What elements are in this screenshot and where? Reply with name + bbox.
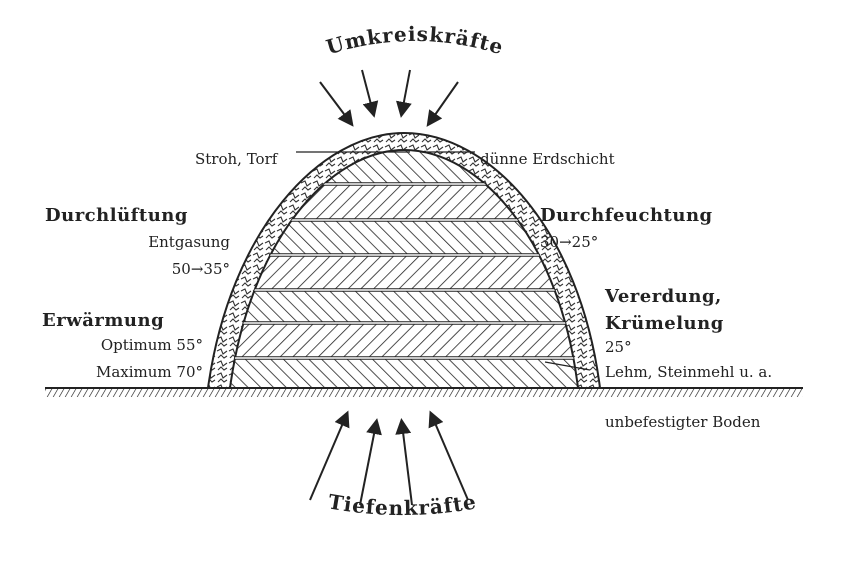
arrow-down-icon: [319, 81, 354, 127]
arrow-down-icon: [361, 69, 379, 118]
title-bottom: Tiefenkräfte: [327, 489, 479, 520]
label-humification-temp: 25°: [605, 338, 632, 356]
label-aeration: Durchlüftung: [45, 205, 188, 226]
arrow-up-icon: [395, 418, 413, 506]
label-moistening-temp: 30→25°: [540, 233, 598, 251]
leader-lines: [296, 151, 591, 371]
bottom-arrows: [309, 410, 469, 506]
label-warming: Erwärmung: [42, 310, 164, 331]
top-arrows: [319, 69, 459, 127]
arrow-up-icon: [359, 418, 382, 506]
arrow-up-icon: [428, 410, 469, 501]
arrow-down-icon: [426, 81, 459, 127]
label-degassing: Entgasung: [148, 233, 230, 251]
label-maximum: Maximum 70°: [96, 363, 203, 381]
arrow-up-icon: [309, 410, 350, 501]
ground-hatch: [45, 388, 803, 397]
label-optimum: Optimum 55°: [101, 336, 203, 354]
label-ground: unbefestigter Boden: [605, 413, 761, 431]
label-crumbling: Krümelung: [605, 313, 724, 334]
label-clay: Lehm, Steinmehl u. a.: [605, 363, 772, 381]
label-soil-layer: dünne Erdschicht: [480, 150, 615, 168]
label-humification: Vererdung,: [604, 286, 722, 307]
label-aeration-temp: 50→35°: [172, 260, 230, 278]
arrow-down-icon: [396, 69, 412, 118]
label-straw: Stroh, Torf: [195, 150, 279, 168]
label-moistening: Durchfeuchtung: [540, 205, 713, 226]
title-top: Umkreiskräfte: [323, 22, 506, 59]
